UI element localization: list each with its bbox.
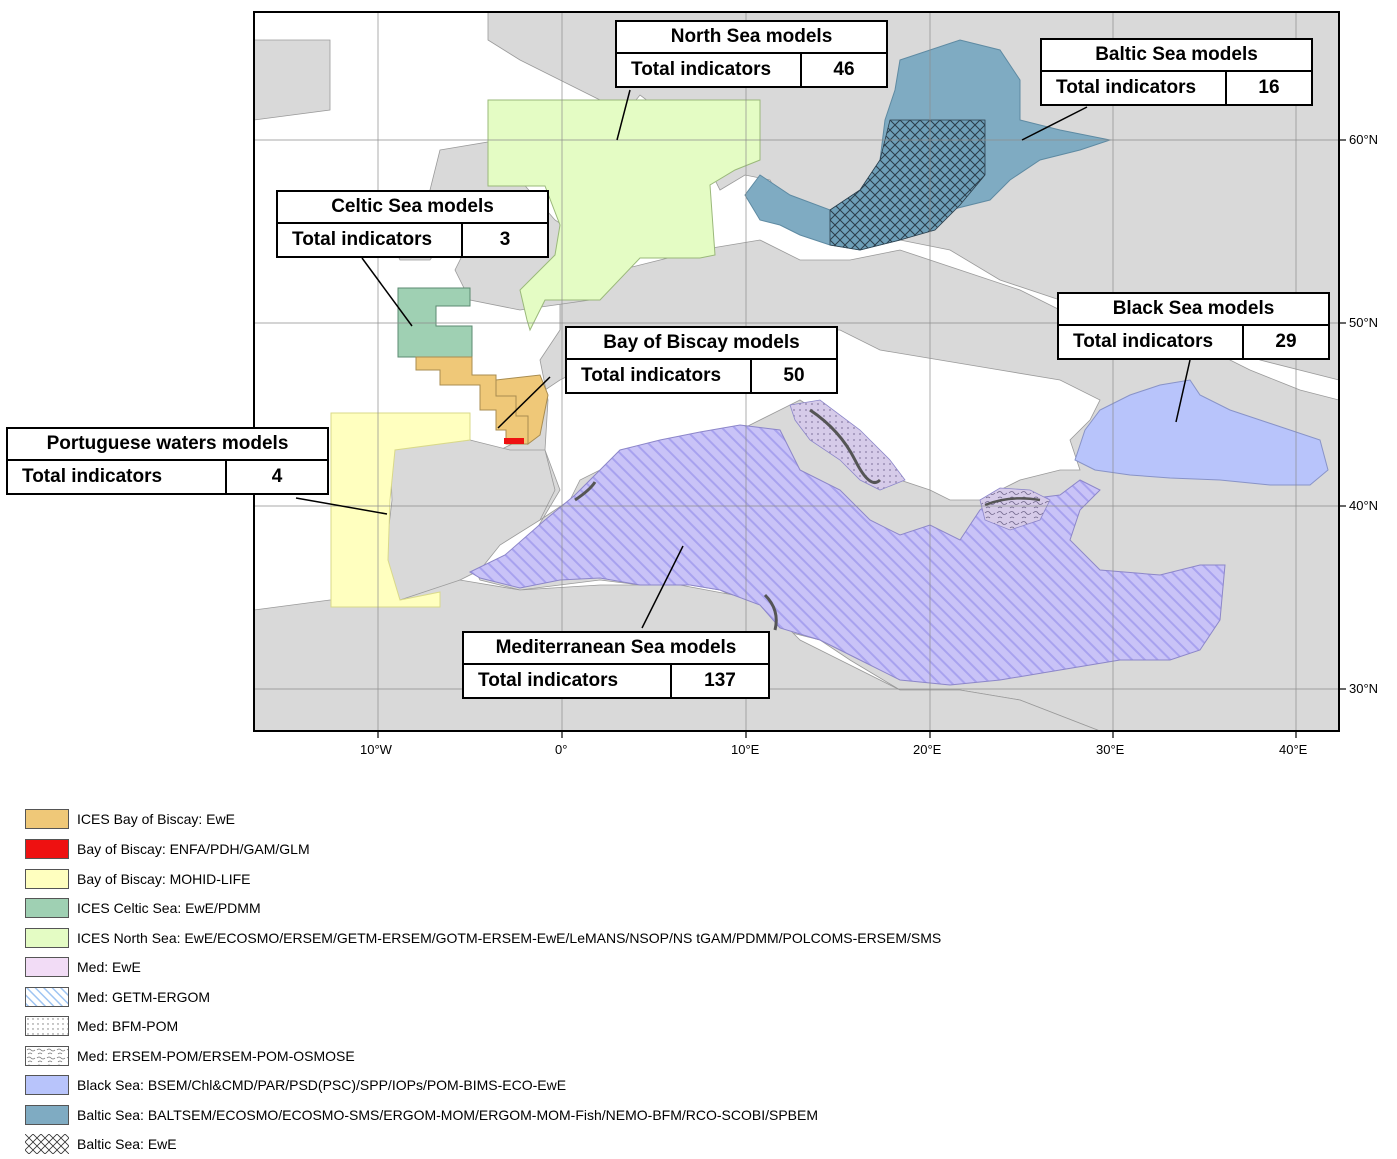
lat-tick-label: 40°N [1349, 498, 1379, 513]
callout-label: Total indicators [1059, 326, 1244, 358]
black-sea-callout: Black Sea models Total indicators 29 [1057, 292, 1330, 360]
legend-swatch [25, 809, 69, 829]
legend-swatch [25, 898, 69, 918]
lat-tick-label: 50°N [1349, 315, 1379, 330]
legend-swatch [25, 839, 69, 859]
callout-value: 4 [271, 466, 283, 487]
callout-leader-lines [295, 89, 1191, 629]
callout-label: Total indicators [278, 224, 463, 256]
lon-tick-label: 10°E [731, 742, 760, 757]
callout-title: North Sea models [617, 22, 886, 54]
mediterranean-region [468, 424, 1226, 686]
lat-tick-label: 60°N [1349, 132, 1379, 147]
callout-title: Mediterranean Sea models [464, 633, 768, 665]
lon-tick-label: 30°E [1096, 742, 1125, 757]
celtic-sea-callout: Celtic Sea models Total indicators 3 [276, 190, 549, 258]
lat-tick-label: 30°N [1349, 681, 1379, 696]
legend-item: Baltic Sea: EwE [25, 1133, 177, 1155]
map-canvas [253, 11, 1346, 738]
lon-tick-label: 0° [555, 742, 568, 757]
legend-item: ICES Bay of Biscay: EwE [25, 808, 235, 830]
callout-value: 29 [1275, 331, 1297, 352]
legend-label: Med: GETM-ERGOM [77, 989, 211, 1005]
legend-item: ICES North Sea: EwE/ECOSMO/ERSEM/GETM-ER… [25, 927, 941, 949]
legend-item: Med: ERSEM-POM/ERSEM-POM-OSMOSE [25, 1045, 355, 1067]
legend-swatch [25, 869, 69, 889]
baltic-ewe-region [829, 119, 986, 251]
callout-label: Total indicators [8, 461, 227, 493]
callout-title: Bay of Biscay models [567, 328, 836, 360]
legend-label: ICES Bay of Biscay: EwE [77, 811, 235, 827]
baltic-sea-callout: Baltic Sea models Total indicators 16 [1040, 38, 1313, 106]
legend-item: Med: GETM-ERGOM [25, 986, 210, 1008]
callout-label: Total indicators [1042, 72, 1227, 104]
legend-item: Bay of Biscay: MOHID-LIFE [25, 868, 250, 890]
callout-value: 137 [704, 670, 736, 691]
legend-label: Baltic Sea: BALTSEM/ECOSMO/ECOSMO-SMS/ER… [77, 1107, 819, 1123]
legend-item: Black Sea: BSEM/Chl&CMD/PAR/PSD(PSC)/SPP… [25, 1074, 566, 1096]
legend-item: Med: BFM-POM [25, 1015, 178, 1037]
callout-value: 16 [1258, 77, 1280, 98]
portuguese-waters-callout: Portuguese waters models Total indicator… [6, 427, 329, 495]
legend-swatch [25, 1105, 69, 1125]
legend-swatch [25, 1075, 69, 1095]
callout-title: Celtic Sea models [278, 192, 547, 224]
north-sea-region [487, 99, 761, 332]
callout-label: Total indicators [617, 54, 802, 86]
mediterranean-sea-callout: Mediterranean Sea models Total indicator… [462, 631, 770, 699]
callout-title: Portuguese waters models [8, 429, 327, 461]
callout-label: Total indicators [464, 665, 672, 697]
callout-value: 46 [833, 59, 855, 80]
legend-item: Baltic Sea: BALTSEM/ECOSMO/ECOSMO-SMS/ER… [25, 1104, 818, 1126]
legend-label: Bay of Biscay: ENFA/PDH/GAM/GLM [77, 841, 310, 857]
legend-label: Baltic Sea: EwE [77, 1136, 177, 1152]
map-figure: North Sea models Total indicators 46 Bal… [6, 11, 1379, 757]
legend-swatch [25, 1134, 69, 1154]
legend-swatch [25, 1016, 69, 1036]
callout-value: 3 [499, 229, 511, 250]
mohid-life-region [330, 412, 471, 608]
legend-swatch [25, 928, 69, 948]
callout-label: Total indicators [567, 360, 752, 392]
axis-ticks [377, 139, 1346, 738]
legend-label: ICES North Sea: EwE/ECOSMO/ERSEM/GETM-ER… [77, 930, 942, 946]
callout-title: Baltic Sea models [1042, 40, 1311, 72]
legend-label: Med: BFM-POM [77, 1018, 179, 1034]
lon-tick-label: 20°E [913, 742, 942, 757]
legend-label: Med: ERSEM-POM/ERSEM-POM-OSMOSE [77, 1048, 355, 1064]
legend-swatch [25, 957, 69, 977]
north-sea-callout: North Sea models Total indicators 46 [615, 20, 888, 88]
bay-of-biscay-callout: Bay of Biscay models Total indicators 50 [565, 326, 838, 394]
callout-title: Black Sea models [1059, 294, 1328, 326]
legend-swatch [25, 987, 69, 1007]
legend-label: Med: EwE [77, 959, 141, 975]
legend-label: Black Sea: BSEM/Chl&CMD/PAR/PSD(PSC)/SPP… [77, 1077, 567, 1093]
map-border [253, 11, 1340, 732]
legend-item: Med: EwE [25, 956, 141, 978]
legend-label: ICES Celtic Sea: EwE/PDMM [77, 900, 261, 916]
lon-tick-label: 40°E [1279, 742, 1308, 757]
legend-item: Bay of Biscay: ENFA/PDH/GAM/GLM [25, 838, 310, 860]
callout-value: 50 [783, 365, 805, 386]
legend-label: Bay of Biscay: MOHID-LIFE [77, 871, 251, 887]
black-sea-region [1074, 379, 1329, 486]
legend-swatch [25, 1046, 69, 1066]
bay-of-biscay-enfa-region [504, 438, 524, 444]
legend-item: ICES Celtic Sea: EwE/PDMM [25, 897, 261, 919]
lon-tick-label: 10°W [360, 742, 392, 757]
